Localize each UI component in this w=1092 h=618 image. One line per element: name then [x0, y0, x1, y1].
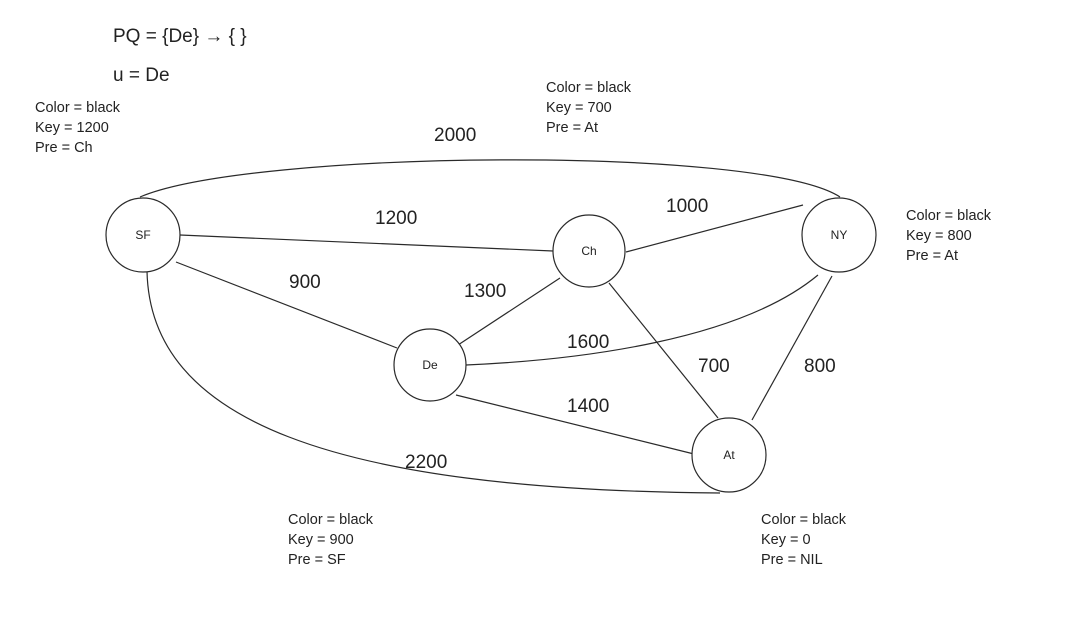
- node-de-label: De: [422, 358, 438, 372]
- at-pre: Pre = NIL: [761, 552, 823, 568]
- node-info-sf: Color = black Key = 1200 Pre = Ch: [35, 98, 120, 158]
- at-color: Color = black: [761, 512, 847, 528]
- weight-de-ny: 1600: [567, 332, 609, 353]
- ch-color: Color = black: [546, 80, 632, 96]
- node-ny: NY: [801, 197, 877, 273]
- weight-de-ch: 1300: [464, 281, 506, 302]
- ch-pre: Pre = At: [546, 120, 598, 136]
- edge-sf-ny: [139, 159, 841, 198]
- edge-de-at: [455, 394, 695, 455]
- ny-pre: Pre = At: [906, 248, 958, 264]
- weight-sf-de: 900: [289, 272, 321, 293]
- node-ch: Ch: [552, 214, 626, 288]
- weight-ny-at: 800: [804, 356, 836, 377]
- edge-de-ny: [465, 274, 819, 366]
- edge-ch-ny: [625, 204, 804, 253]
- node-info-ch: Color = black Key = 700 Pre = At: [546, 78, 631, 138]
- weight-sf-ny: 2000: [434, 125, 476, 146]
- node-info-de: Color = black Key = 900 Pre = SF: [288, 510, 373, 570]
- priority-queue-text: PQ = {De} → { }: [113, 26, 247, 47]
- edge-ny-at: [751, 275, 833, 421]
- node-info-ny: Color = black Key = 800 Pre = At: [906, 206, 991, 266]
- node-at: At: [691, 417, 767, 493]
- node-info-at: Color = black Key = 0 Pre = NIL: [761, 510, 846, 570]
- node-ny-label: NY: [831, 228, 848, 242]
- node-sf-label: SF: [135, 228, 150, 242]
- at-key: Key = 0: [761, 532, 811, 548]
- sf-key: Key = 1200: [35, 120, 109, 136]
- current-vertex-text: u = De: [113, 65, 170, 86]
- de-key: Key = 900: [288, 532, 354, 548]
- edge-ch-at: [608, 282, 719, 419]
- de-color: Color = black: [288, 512, 374, 528]
- edge-sf-de: [175, 261, 398, 349]
- sf-color: Color = black: [35, 100, 121, 116]
- node-de: De: [393, 328, 467, 402]
- ch-key: Key = 700: [546, 100, 612, 116]
- ny-color: Color = black: [906, 208, 992, 224]
- weight-ch-ny: 1000: [666, 196, 708, 217]
- node-sf: SF: [105, 197, 181, 273]
- node-at-label: At: [723, 448, 735, 462]
- weight-sf-ch: 1200: [375, 208, 417, 229]
- sf-pre: Pre = Ch: [35, 140, 93, 156]
- node-ch-label: Ch: [581, 244, 596, 258]
- ny-key: Key = 800: [906, 228, 972, 244]
- weight-sf-at: 2200: [405, 452, 447, 473]
- edge-sf-ch: [179, 234, 554, 252]
- weight-ch-at: 700: [698, 356, 730, 377]
- de-pre: Pre = SF: [288, 552, 346, 568]
- edge-de-ch: [457, 277, 561, 346]
- weight-de-at: 1400: [567, 396, 609, 417]
- edge-sf-at: [146, 270, 721, 494]
